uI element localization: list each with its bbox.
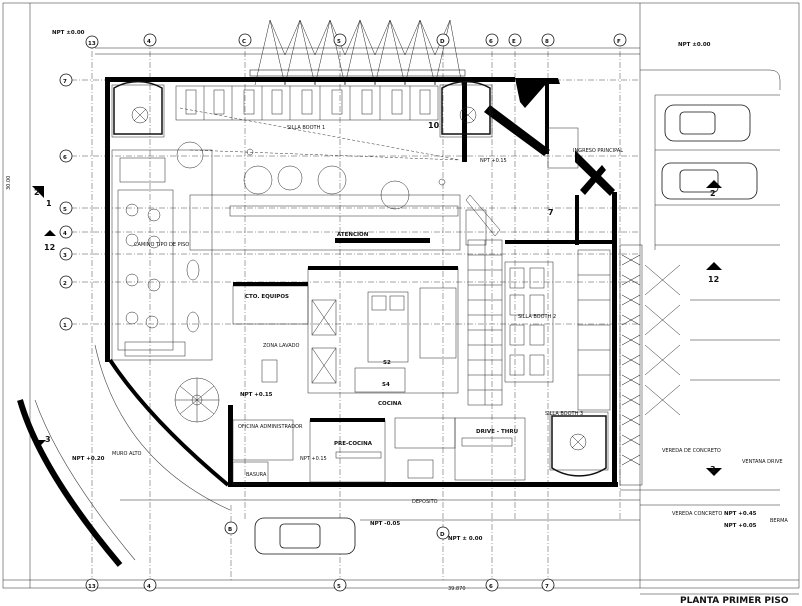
grid-bottom-b: B (228, 527, 232, 533)
eq-room-label: CTO. EQUIPOS (245, 294, 289, 300)
grid-bottom-6: 6 (489, 584, 493, 590)
npt-right-top: NPT +0.45 (724, 511, 757, 517)
overall-width: 39.870 (448, 586, 466, 592)
grid-top-f: F (617, 39, 621, 45)
grid-bottom-4: 4 (147, 584, 151, 590)
sidewalk-note: VEREDA CONCRETO (672, 511, 722, 517)
booth-right-label: SILLA BOOTH 2 (518, 314, 556, 320)
grid-left-7: 7 (63, 79, 67, 85)
berm-note: BERMA (770, 518, 788, 524)
office-label: OFICINA ADMINISTRADOR (238, 424, 303, 430)
grid-top-d: D (440, 39, 445, 45)
grid-top-4: 4 (147, 39, 151, 45)
grid-top-8: 8 (545, 39, 549, 45)
npt-front: NPT +0.15 (480, 158, 507, 164)
grid-top-c: C (242, 39, 246, 45)
wall-note: MURO ALTO (112, 451, 142, 457)
section-mark-10: 10 (428, 121, 440, 130)
section-mark-12-left: 12 (44, 243, 55, 252)
npt-stair: NPT +0.15 (240, 392, 273, 398)
section-mark-3-left: 3 (45, 435, 51, 444)
npt-left: NPT +0.20 (72, 456, 105, 462)
s4-label: S4 (382, 382, 390, 388)
grid-left-2: 2 (63, 281, 67, 287)
prekitchen-label: PRE-COCINA (334, 441, 373, 447)
booth-top-label: SILLA BOOTH 1 (287, 125, 325, 131)
trash-label: BASURA (246, 472, 267, 478)
wash-label: ZONA LAVADO (263, 343, 299, 349)
drive-label: DRIVE - THRU (476, 429, 518, 435)
grid-bottom-13: 13 (88, 584, 96, 590)
npt-office: NPT +0.15 (300, 456, 327, 462)
section-mark-3-right: 3 (710, 465, 716, 474)
grid-top-e: E (512, 39, 516, 45)
grid-left-1: 1 (63, 323, 67, 329)
grid-left-5: 5 (63, 207, 67, 213)
entrance-label: INGRESO PRINCIPAL (573, 148, 623, 154)
npt-top-left: NPT ±0.00 (52, 30, 85, 36)
section-mark-2-right: 2 (710, 189, 716, 198)
s2-label: S2 (383, 360, 391, 366)
sheet-title: PLANTA PRIMER PISO (680, 596, 789, 606)
grid-bottom-5: 5 (337, 584, 341, 590)
grid-top-13: 13 (88, 41, 96, 47)
grid-top-6: 6 (489, 39, 493, 45)
overall-depth: 30.00 (6, 176, 12, 190)
grid-bottom-d: D (440, 532, 445, 538)
section-mark-1-left: 1 (46, 199, 52, 208)
section-mark-12-right: 12 (708, 275, 719, 284)
vehicle-note: VEREDA DE CONCRETO (662, 448, 721, 454)
npt-bottom-b: NPT ± 0.00 (448, 536, 483, 542)
play-area-label: CAMINO TIPO DE PISO (134, 242, 189, 248)
grid-top-5: 5 (337, 39, 341, 45)
grid-left-3: 3 (63, 253, 67, 259)
section-mark-2-left: 2 (34, 188, 40, 197)
storage-label: DEPOSITO (412, 499, 438, 505)
grid-bottom-7: 7 (545, 584, 549, 590)
booth-bottom-label: SILLA BOOTH 3 (545, 411, 583, 417)
kitchen-label: COCINA (378, 401, 402, 407)
grid-left-4: 4 (63, 231, 67, 237)
drive-note: VENTANA DRIVE (742, 459, 783, 465)
npt-top-right: NPT ±0.00 (678, 42, 711, 48)
npt-right-bottom: NPT +0.05 (724, 523, 757, 529)
section-mark-7: 7 (548, 208, 554, 217)
npt-bottom-mid: NPT -0.05 (370, 521, 400, 527)
grid-left-6: 6 (63, 155, 67, 161)
attention-label: ATENCION (337, 232, 369, 238)
